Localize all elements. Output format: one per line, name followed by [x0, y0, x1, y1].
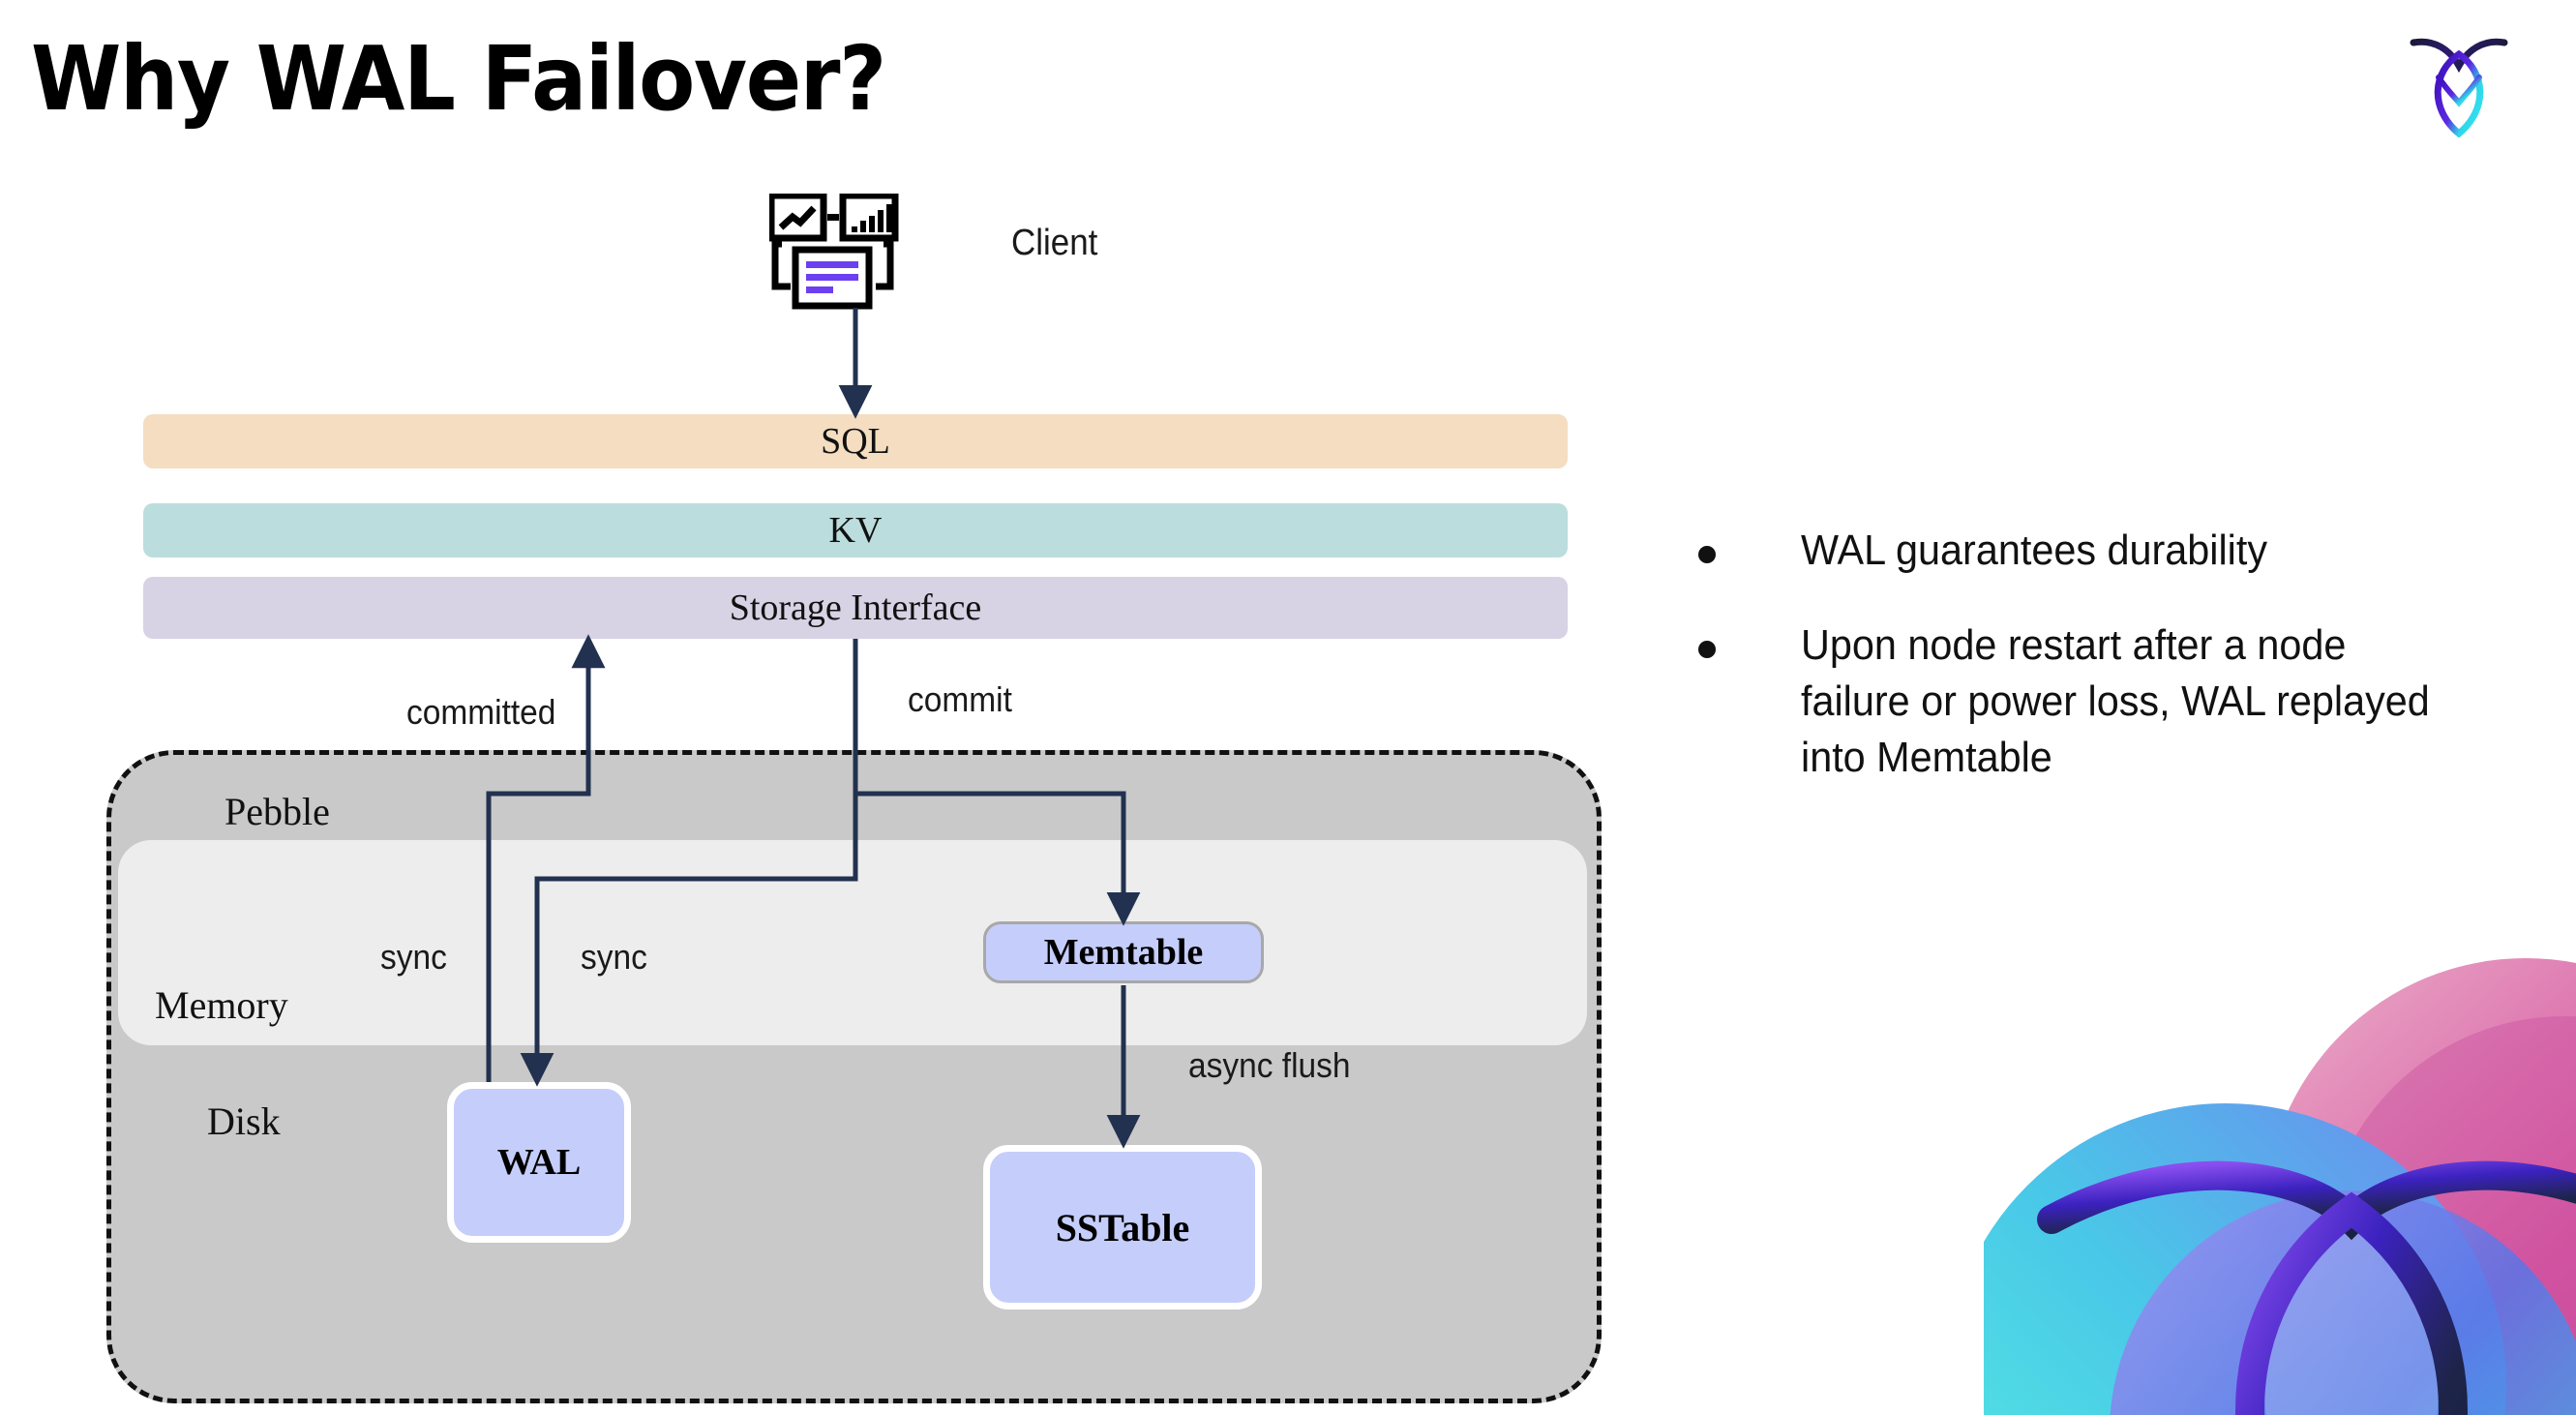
pebble-label: Pebble — [225, 790, 330, 833]
page-title: Why WAL Failover? — [31, 27, 886, 131]
node-label-memtable: Memtable — [1043, 932, 1204, 973]
cockroachdb-watermark-icon — [1984, 929, 2576, 1415]
bullet-dot-icon — [1698, 546, 1716, 563]
layer-label-sql: SQL — [821, 421, 890, 462]
cockroachdb-logo-icon — [2406, 29, 2512, 138]
layer-bar-storage-interface: Storage Interface — [143, 577, 1568, 639]
edge-label-sync-left: sync — [380, 937, 447, 977]
node-label-wal: WAL — [496, 1142, 582, 1183]
bullet-text: WAL guarantees durability — [1801, 527, 2268, 574]
edge-label-async-flush: async flush — [1188, 1045, 1351, 1085]
layer-bar-sql: SQL — [143, 414, 1568, 468]
bullet-dot-icon — [1698, 641, 1716, 659]
edge-label-sync-right: sync — [581, 937, 647, 977]
node-label-sstable: SSTable — [1055, 1205, 1190, 1249]
edge-label-committed: committed — [406, 692, 556, 732]
bullet-text: Upon node restart after a node failure o… — [1801, 621, 2430, 782]
node-sstable: SSTable — [983, 1145, 1262, 1310]
node-memtable: Memtable — [983, 921, 1264, 983]
memory-label: Memory — [155, 983, 288, 1027]
layer-label-storage-interface: Storage Interface — [729, 587, 982, 628]
list-item: Upon node restart after a node failure o… — [1698, 617, 2501, 786]
layer-label-kv: KV — [828, 510, 883, 551]
client-dashboard-icon — [767, 192, 924, 310]
edge-label-commit: commit — [908, 679, 1012, 719]
memory-region — [118, 840, 1587, 1045]
client-label: Client — [1011, 223, 1098, 263]
layer-bar-kv: KV — [143, 503, 1568, 557]
node-wal: WAL — [447, 1082, 631, 1243]
bullet-list: WAL guarantees durability Upon node rest… — [1698, 523, 2501, 825]
architecture-diagram: Client SQL KV Storage Interface Pebble M… — [106, 192, 1602, 1403]
list-item: WAL guarantees durability — [1698, 523, 2501, 579]
disk-label: Disk — [207, 1099, 281, 1143]
